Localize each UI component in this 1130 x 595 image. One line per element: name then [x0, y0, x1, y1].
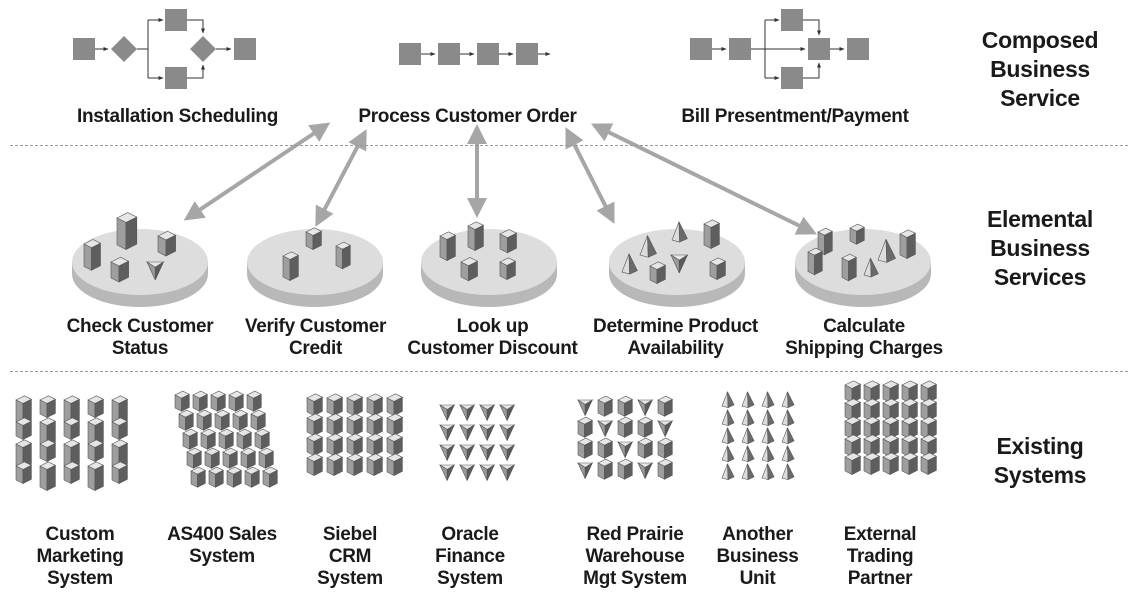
bidirectional-arrow: [183, 122, 331, 221]
process-step-box: [73, 38, 95, 60]
elemental-service-platform: [609, 219, 745, 307]
tier-divider-bottom: [10, 371, 1128, 372]
building-cluster-icon: [15, 395, 129, 491]
bidirectional-arrow: [565, 127, 615, 224]
process-step-box: [847, 38, 869, 60]
composed-service-label: Installation Scheduling: [76, 106, 279, 127]
mixed-shape-cluster-icon: [576, 395, 674, 480]
process-step-box: [516, 43, 538, 65]
process-step-box: [234, 38, 256, 60]
elemental-service-platform: [247, 227, 383, 307]
bidirectional-arrow: [591, 123, 817, 235]
process-step-box: [781, 9, 803, 31]
decision-diamond: [111, 36, 137, 62]
elemental-service-platform: [795, 223, 931, 307]
workflow-bill-presentment: [690, 9, 869, 89]
flow-connector: [187, 19, 205, 34]
decision-diamond: [190, 36, 216, 62]
flow-connector: [803, 62, 821, 79]
process-step-box: [165, 67, 187, 89]
workflow-process-customer-order: [399, 43, 551, 65]
elemental-service-platform: [421, 221, 557, 307]
process-step-box: [781, 67, 803, 89]
pyramid-cluster-icon: [721, 391, 795, 481]
process-step-box: [438, 43, 460, 65]
workflow-installation-scheduling: [73, 9, 256, 89]
process-step-box: [690, 38, 712, 60]
cube-cluster-icon: [306, 393, 404, 476]
building-cluster-icon: [174, 390, 278, 488]
composed-service-label: Process Customer Order: [358, 106, 577, 127]
bidirectional-arrow: [315, 129, 367, 227]
flow-connector: [803, 19, 821, 36]
process-step-box: [808, 38, 830, 60]
flow-connector: [187, 64, 205, 79]
process-step-box: [399, 43, 421, 65]
process-step-box: [729, 38, 751, 60]
building-cluster-icon: [844, 380, 938, 475]
process-step-box: [477, 43, 499, 65]
tier-divider-top: [10, 145, 1128, 146]
process-step-box: [165, 9, 187, 31]
pyramid-cluster-icon: [438, 404, 516, 481]
composed-service-label: Bill Presentment/Payment: [681, 106, 909, 127]
elemental-service-platform: [72, 212, 208, 307]
